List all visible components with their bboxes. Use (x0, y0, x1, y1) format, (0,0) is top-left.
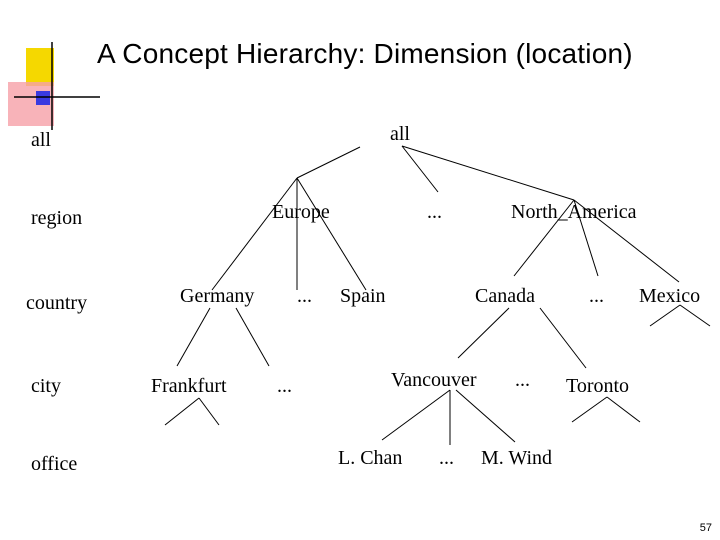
node-germany: Germany (180, 285, 254, 307)
node-m-wind: M. Wind (481, 447, 552, 469)
logo-yellow-square (26, 48, 54, 86)
node-country-ellipsis-1: ... (297, 285, 312, 307)
node-north-america: North_America (511, 201, 637, 223)
node-frankfurt: Frankfurt (151, 375, 227, 397)
slide-title: A Concept Hierarchy: Dimension (location… (97, 38, 633, 69)
node-l-chan: L. Chan (338, 447, 402, 469)
node-all: all (390, 123, 410, 145)
node-country-ellipsis-2: ... (589, 285, 604, 307)
node-region-ellipsis: ... (427, 201, 442, 223)
node-spain: Spain (340, 285, 386, 307)
level-label-office: office (31, 453, 77, 475)
node-toronto: Toronto (566, 375, 629, 397)
hierarchy-edges (164, 145, 711, 445)
logo-blue-square (36, 91, 50, 105)
node-europe: Europe (272, 201, 330, 223)
level-label-all: all (31, 129, 51, 151)
node-canada: Canada (475, 285, 535, 307)
node-city-ellipsis-2: ... (515, 369, 530, 391)
node-vancouver: Vancouver (391, 369, 477, 391)
node-office-ellipsis: ... (439, 447, 454, 469)
level-label-country: country (26, 292, 87, 314)
slide-logo (8, 42, 100, 130)
level-label-city: city (31, 375, 61, 397)
node-city-ellipsis-1: ... (277, 375, 292, 397)
level-label-region: region (31, 207, 82, 229)
node-mexico: Mexico (639, 285, 700, 307)
page-number: 57 (699, 522, 712, 534)
